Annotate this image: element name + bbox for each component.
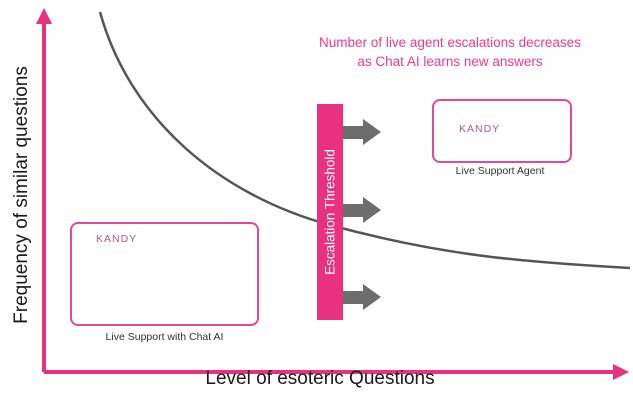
y-axis-arrowhead: [36, 8, 52, 24]
y-axis-label: Frequency of similar questions: [11, 66, 32, 324]
annotation-line-1: Number of live agent escalations decreas…: [319, 35, 581, 50]
escalation-arrow-middle: [343, 197, 381, 223]
escalation-arrow-top: [343, 119, 381, 145]
agent-card-caption: Live Support Agent: [455, 165, 545, 177]
x-axis-label: Level of esoteric Questions: [205, 368, 435, 389]
live-agent-card: [432, 99, 572, 163]
agent-card-brand: KANDY: [459, 123, 501, 135]
chat-ai-card: [70, 222, 259, 326]
threshold-label: Escalation Threshold: [322, 149, 338, 275]
chat-card-caption: Live Support with Chat AI: [105, 331, 224, 343]
x-axis-arrowhead: [613, 364, 629, 380]
escalation-threshold-bar: [317, 104, 343, 320]
annotation-line-2: as Chat AI learns new answers: [357, 54, 543, 69]
escalation-arrow-bottom: [343, 284, 381, 310]
chat-card-brand: KANDY: [96, 233, 138, 245]
annotation-text: Number of live agent escalations decreas…: [270, 33, 630, 71]
